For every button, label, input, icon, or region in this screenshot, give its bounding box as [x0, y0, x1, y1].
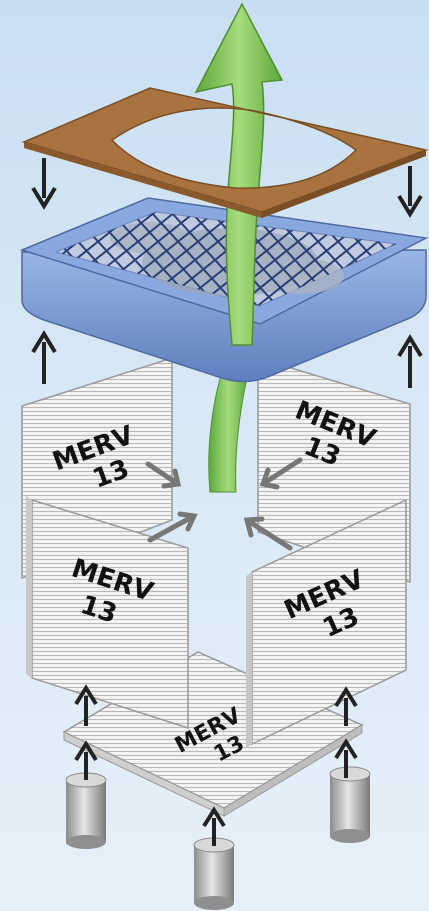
inward-arrow-icon — [145, 461, 182, 489]
cylinder-leg-icon — [193, 837, 235, 910]
up-arrow-icon — [334, 738, 358, 778]
up-arrow-icon — [397, 334, 423, 388]
airflow-arrow-lower — [208, 371, 249, 493]
cylinder-leg-icon — [329, 766, 371, 843]
up-arrow-icon — [334, 686, 358, 726]
cylinder-leg-icon — [65, 772, 107, 849]
filter-panel-front-left: MERV 13 — [26, 496, 189, 730]
down-arrow-icon — [397, 166, 423, 218]
inward-arrow-icon — [243, 516, 293, 551]
filter-panel-front-right: MERV 13 — [246, 498, 407, 748]
up-arrow-icon — [202, 806, 226, 846]
airflow-up-arrow-icon — [194, 2, 284, 346]
inward-arrow-icon — [147, 511, 198, 543]
box-fan — [19, 197, 429, 383]
down-arrow-icon — [31, 158, 57, 210]
up-arrow-icon — [31, 330, 57, 384]
up-arrow-icon — [74, 684, 98, 726]
inward-arrow-icon — [259, 457, 303, 490]
gasket-frame — [21, 87, 429, 218]
up-arrow-icon — [74, 740, 98, 780]
